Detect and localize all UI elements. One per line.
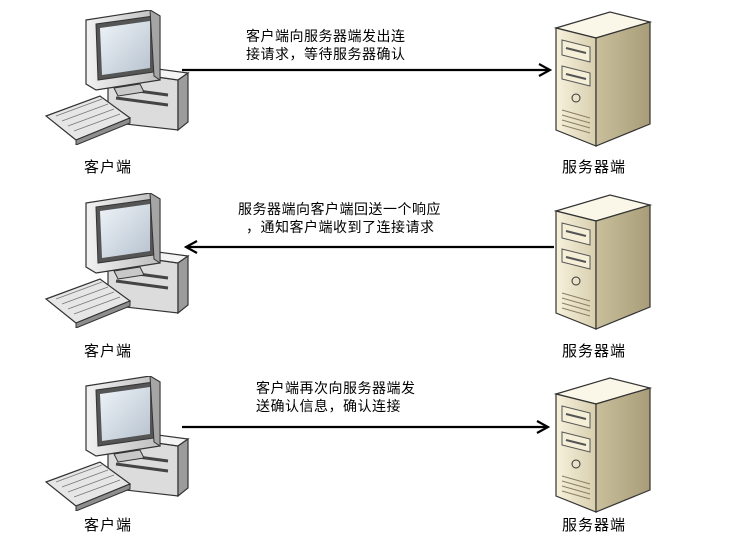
message-line-1: 服务器端向客户端回送一个响应 bbox=[238, 202, 441, 218]
step-1: 客户端 客户端向服务器端发出连 接请求，等待服务器确认 服务器端 bbox=[0, 0, 732, 183]
client-computer-icon bbox=[40, 376, 190, 511]
server-icon bbox=[548, 372, 658, 517]
server-label: 服务器端 bbox=[562, 158, 627, 176]
request-arrow-right bbox=[182, 60, 558, 80]
step-message: 客户端再次向服务器端发 送确认信息，确认连接 bbox=[256, 380, 416, 416]
client-label: 客户端 bbox=[84, 158, 133, 176]
server-label: 服务器端 bbox=[562, 516, 627, 534]
step-message: 服务器端向客户端回送一个响应 ，通知客户端收到了连接请求 bbox=[238, 201, 441, 237]
client-computer-icon bbox=[40, 193, 190, 328]
message-line-1: 客户端再次向服务器端发 bbox=[256, 381, 416, 397]
message-line-2: ，通知客户端收到了连接请求 bbox=[246, 220, 435, 236]
server-icon bbox=[548, 6, 658, 151]
server-icon bbox=[548, 189, 658, 334]
message-line-2: 送确认信息，确认连接 bbox=[256, 399, 401, 415]
client-label: 客户端 bbox=[84, 342, 133, 360]
step-2: 客户端 服务器端向客户端回送一个响应 ，通知客户端收到了连接请求 服务器端 bbox=[0, 183, 732, 366]
step-message: 客户端向服务器端发出连 接请求，等待服务器确认 bbox=[246, 28, 406, 64]
step-3: 客户端 客户端再次向服务器端发 送确认信息，确认连接 服务器端 bbox=[0, 366, 732, 549]
message-line-2: 接请求，等待服务器确认 bbox=[246, 47, 406, 63]
response-arrow-left bbox=[178, 237, 554, 257]
message-line-1: 客户端向服务器端发出连 bbox=[246, 29, 406, 45]
confirm-arrow-right bbox=[182, 417, 558, 437]
server-label: 服务器端 bbox=[562, 342, 627, 360]
client-computer-icon bbox=[40, 10, 190, 145]
client-label: 客户端 bbox=[84, 516, 133, 534]
